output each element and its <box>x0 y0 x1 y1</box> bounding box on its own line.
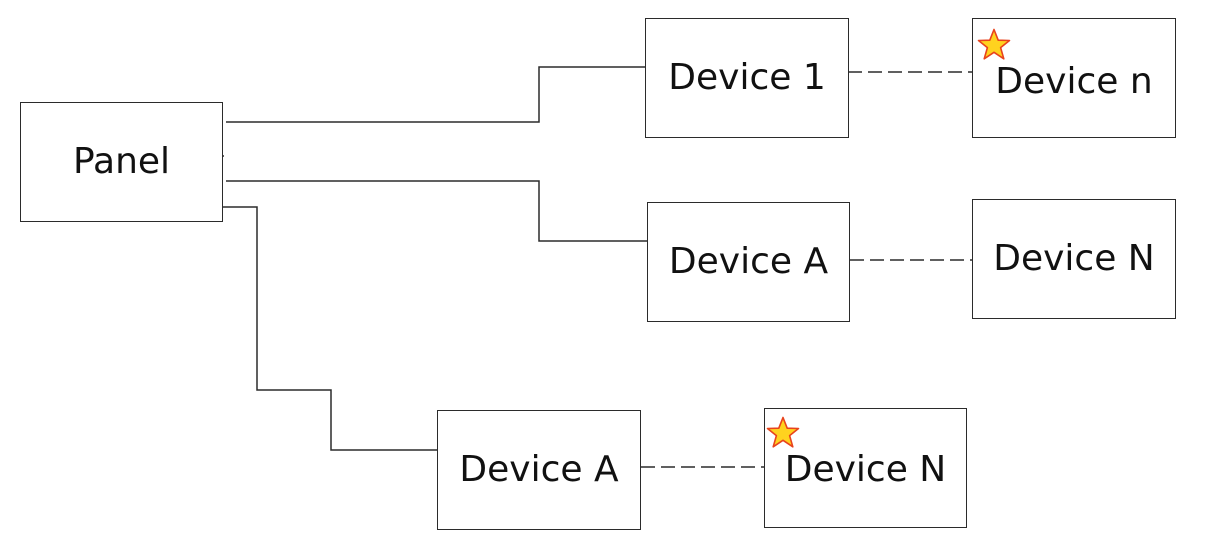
panel-label: Panel <box>72 141 171 182</box>
connector-panel-device-a-mid <box>226 180 647 242</box>
device-N-bottom-label: Device N <box>784 449 947 490</box>
star-icon <box>766 416 800 448</box>
device-a-mid-box[interactable]: Device A <box>647 202 850 322</box>
device-a-mid-label: Device A <box>668 241 829 282</box>
device-n-top-label: Device n <box>995 61 1153 102</box>
device-a-bottom-label: Device A <box>459 449 619 490</box>
connector-panel-device-a-bottom <box>222 206 438 451</box>
star-icon <box>977 28 1011 60</box>
device-1-box[interactable]: Device 1 <box>645 18 849 138</box>
device-N-mid-box[interactable]: Device N <box>972 199 1176 319</box>
device-n-top-box[interactable]: Device n <box>972 18 1176 138</box>
connector-panel-device-1 <box>226 66 646 123</box>
device-N-mid-label: Device N <box>993 238 1155 279</box>
device-1-label: Device 1 <box>668 57 826 98</box>
device-a-bottom-box[interactable]: Device A <box>437 410 641 530</box>
panel-box[interactable]: Panel <box>20 102 223 222</box>
